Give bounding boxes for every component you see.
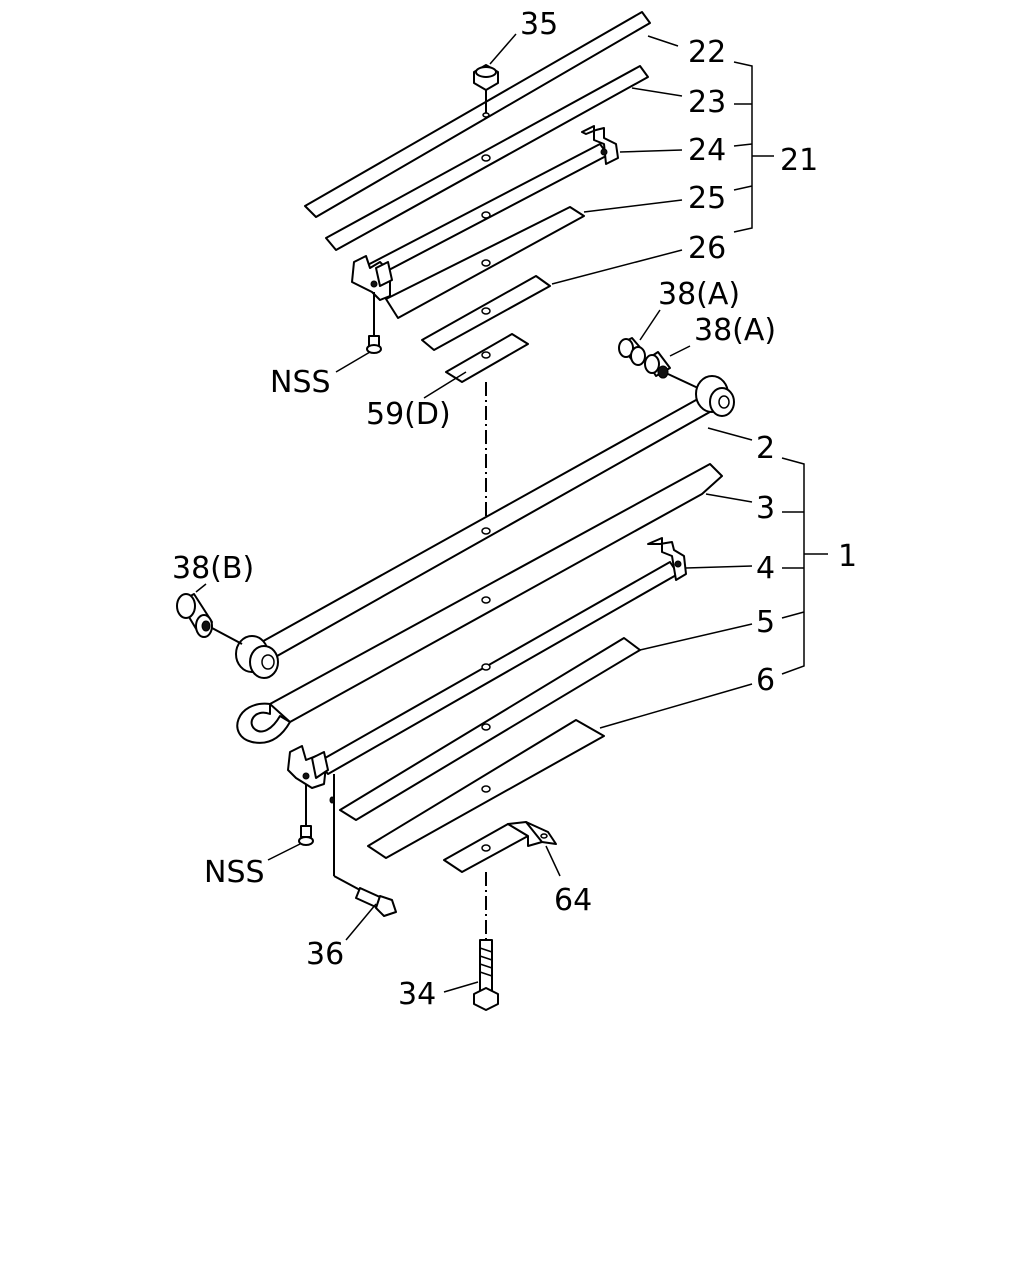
part-38b-bushing <box>176 593 243 645</box>
label-26: 26 <box>688 231 726 266</box>
label-2: 2 <box>756 431 775 466</box>
label-38a-2: 38(A) <box>694 313 776 348</box>
label-nss-top: NSS <box>270 365 331 400</box>
part-3-leaf <box>236 463 723 744</box>
label-6: 6 <box>756 663 775 698</box>
part-6-leaf <box>367 719 605 859</box>
label-3: 3 <box>756 491 775 526</box>
label-1: 1 <box>838 539 857 574</box>
part-38a-bushing-1 <box>618 337 646 366</box>
label-24: 24 <box>688 133 726 168</box>
nss-top-bolt <box>366 292 382 354</box>
part-38a-bushing-2 <box>644 351 699 389</box>
label-36: 36 <box>306 937 344 972</box>
label-35: 35 <box>520 7 558 42</box>
label-22: 22 <box>688 35 726 70</box>
part-35-nut <box>473 64 499 118</box>
label-5: 5 <box>756 605 775 640</box>
label-59d: 59(D) <box>366 397 451 432</box>
part-64-bracket <box>443 821 557 873</box>
leader-lines <box>195 33 828 993</box>
label-21: 21 <box>780 143 818 178</box>
part-59d-pad <box>445 333 529 383</box>
part-labels: 35 22 23 24 25 26 21 38(A) 38(A) NSS 59(… <box>172 7 857 1012</box>
label-23: 23 <box>688 85 726 120</box>
part-24-leaf-with-clips <box>351 125 619 301</box>
part-26-leaf <box>421 275 551 351</box>
label-25: 25 <box>688 181 726 216</box>
label-38b: 38(B) <box>172 551 254 586</box>
nss-bottom-bolt <box>298 784 314 846</box>
label-34: 34 <box>398 977 436 1012</box>
part-34-center-bolt <box>473 939 499 1011</box>
part-23-leaf <box>325 65 649 251</box>
part-22-leaf <box>304 11 651 218</box>
label-38a-1: 38(A) <box>658 277 740 312</box>
part-36-bolt <box>329 774 397 917</box>
label-4: 4 <box>756 551 775 586</box>
part-25-leaf <box>385 206 585 319</box>
part-4-leaf-with-clips <box>287 537 687 789</box>
part-2-main-leaf <box>235 375 735 679</box>
label-64: 64 <box>554 883 592 918</box>
label-nss-bottom: NSS <box>204 855 265 890</box>
